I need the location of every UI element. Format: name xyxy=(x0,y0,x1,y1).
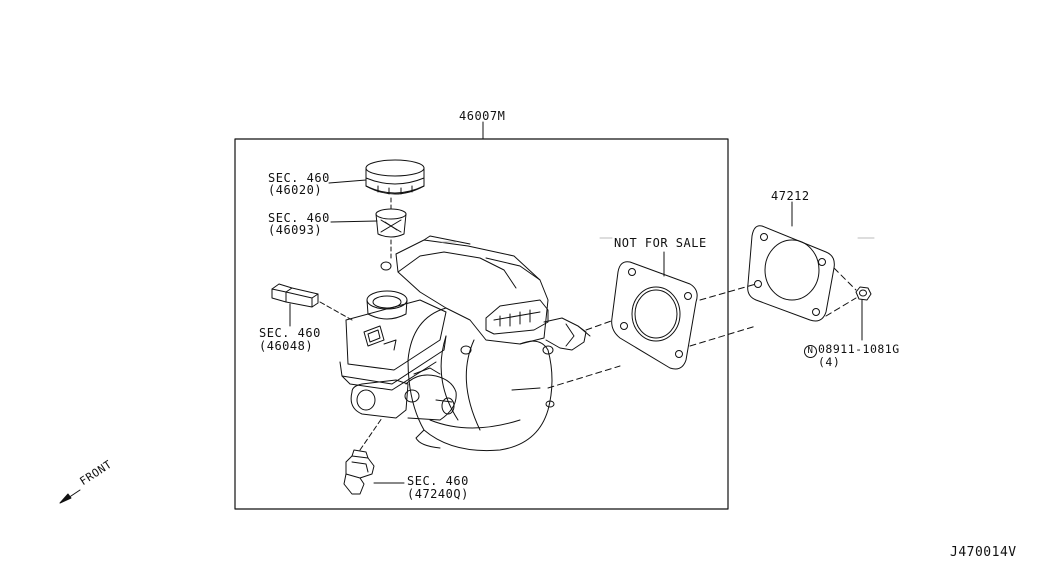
assembly-line-top-left xyxy=(585,319,615,331)
pressure-sensor-callout-ref: (47240Q) xyxy=(407,487,469,501)
assembly-part-label: 46007M xyxy=(459,109,506,123)
assembly-line-low-left xyxy=(547,365,621,389)
assembly-line-top-right xyxy=(833,267,857,291)
flange-nut xyxy=(855,286,872,301)
strainer-callout-ref: (46093) xyxy=(268,223,323,237)
nut-qty-label: (4) xyxy=(818,355,841,369)
level-sensor xyxy=(271,283,319,308)
cap-callout-ref: (46020) xyxy=(268,183,323,197)
reservoir-strainer xyxy=(375,208,407,238)
diagram-id: J470014V xyxy=(950,545,1017,560)
strainer-callout-sec: SEC. 460 xyxy=(268,211,330,225)
nut-part-number: 08911-1081G xyxy=(818,342,900,356)
not-for-sale-label: NOT FOR SALE xyxy=(614,236,707,250)
front-arrow-icon xyxy=(59,489,81,504)
cap-leader xyxy=(328,179,367,184)
assembly-line-low-right xyxy=(825,297,857,317)
sensor-axis-line xyxy=(319,301,353,321)
sensor-callout-ref: (46048) xyxy=(259,339,314,353)
gasket-part-label: 47212 xyxy=(771,189,810,203)
n-circle-icon: N xyxy=(804,345,817,358)
strainer-leader xyxy=(330,220,378,223)
pressure-sensor xyxy=(343,449,375,495)
booster-gasket xyxy=(747,225,835,322)
sensor-callout-sec: SEC. 460 xyxy=(259,326,321,340)
assembly-line-low-mid xyxy=(689,325,757,347)
cap-callout-sec: SEC. 460 xyxy=(268,171,330,185)
mounting-bracket-plate xyxy=(611,261,698,370)
pressure-sensor-callout-sec: SEC. 460 xyxy=(407,474,469,488)
pressure-sensor-axis-line xyxy=(359,417,383,451)
assembly-line-top-mid xyxy=(699,283,757,301)
reservoir-cap xyxy=(365,159,425,195)
assembly-frame xyxy=(234,138,729,510)
brake-booster-assembly xyxy=(339,235,591,452)
